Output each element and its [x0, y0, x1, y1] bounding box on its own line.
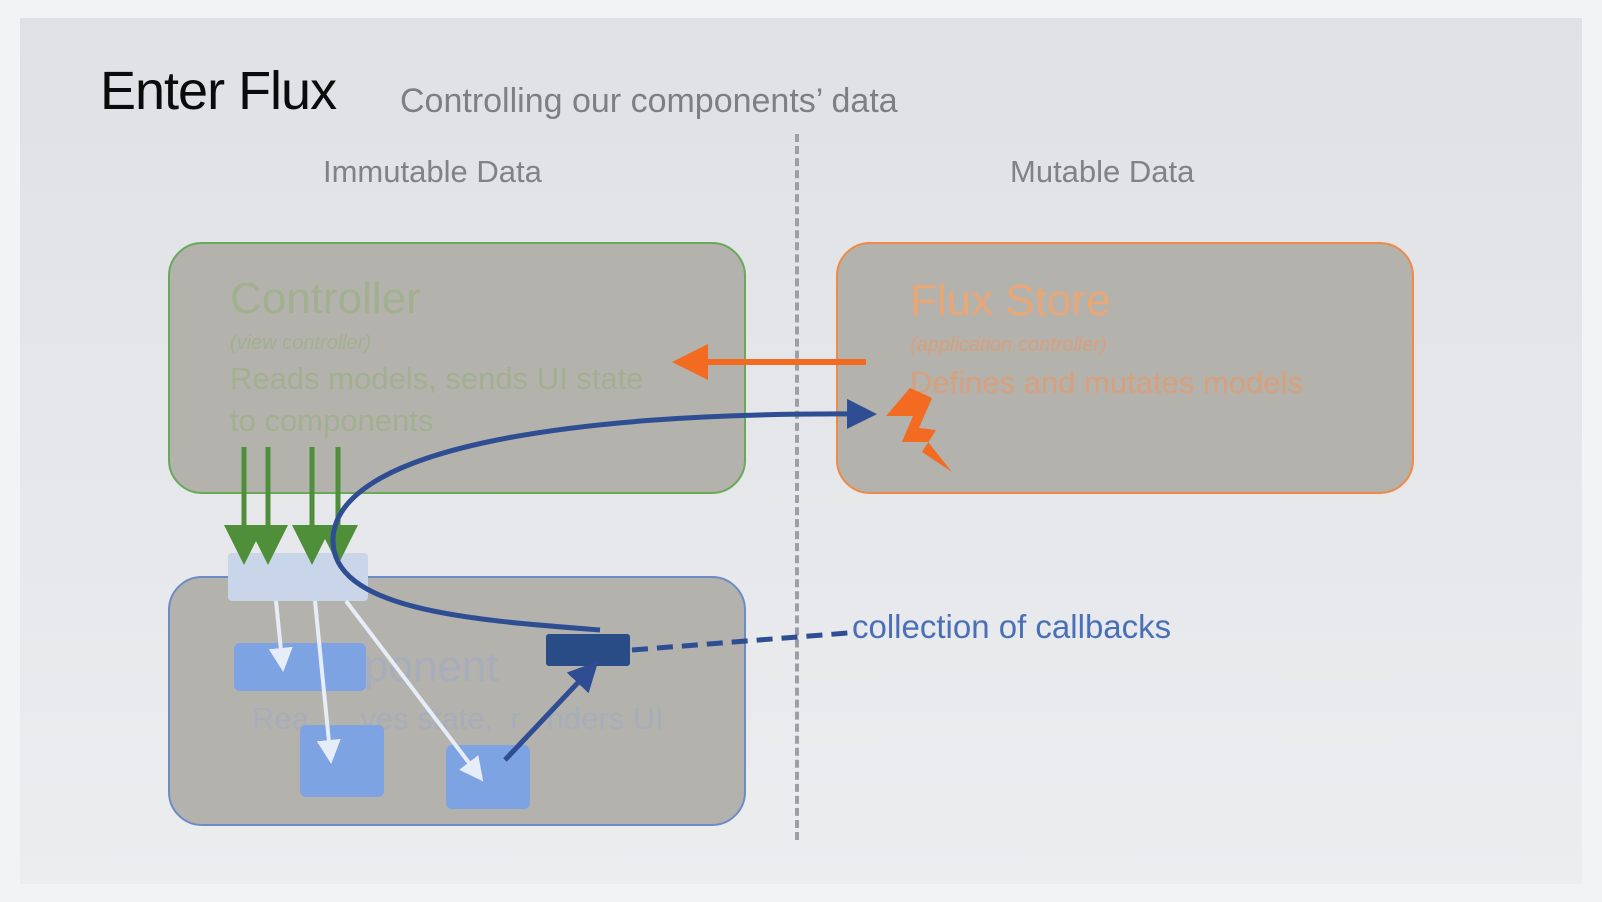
column-divider — [795, 134, 799, 840]
callback-dashed-line — [631, 630, 849, 653]
white-arrow-2 — [313, 600, 341, 764]
child-component-a — [234, 643, 366, 691]
slide-subtitle: Controlling our components’ data — [400, 82, 898, 120]
callback-label: collection of callbacks — [852, 608, 1172, 645]
flux-store-box: Flux Store (application controller) Defi… — [836, 242, 1414, 494]
immutable-data-label: Immutable Data — [323, 154, 542, 189]
controller-title: Controller — [230, 274, 421, 323]
mutable-data-label: Mutable Data — [1010, 154, 1195, 189]
blue-arrow-to-callbacks — [503, 661, 599, 762]
controller-subtitle: (view controller) — [230, 332, 372, 354]
child-component-b — [300, 725, 384, 797]
store-description: Defines and mutates models — [910, 365, 1303, 400]
store-title: Flux Store — [910, 276, 1111, 325]
blue-callback-curve — [330, 398, 877, 633]
white-arrow-3 — [344, 599, 484, 782]
controller-box: Controller (view controller) Reads model… — [168, 242, 746, 494]
component-description: Rea ves state, r nders UI — [252, 701, 664, 736]
controller-description: Reads models, sends UI state to componen… — [230, 361, 644, 438]
slide-title: Enter Flux — [100, 61, 337, 121]
lightning-bolt-icon — [886, 388, 952, 472]
store-subtitle: (application controller) — [910, 334, 1107, 356]
component-title: ponent — [364, 642, 499, 691]
callbacks-collection-box — [546, 634, 630, 666]
white-arrow-1 — [268, 600, 293, 672]
